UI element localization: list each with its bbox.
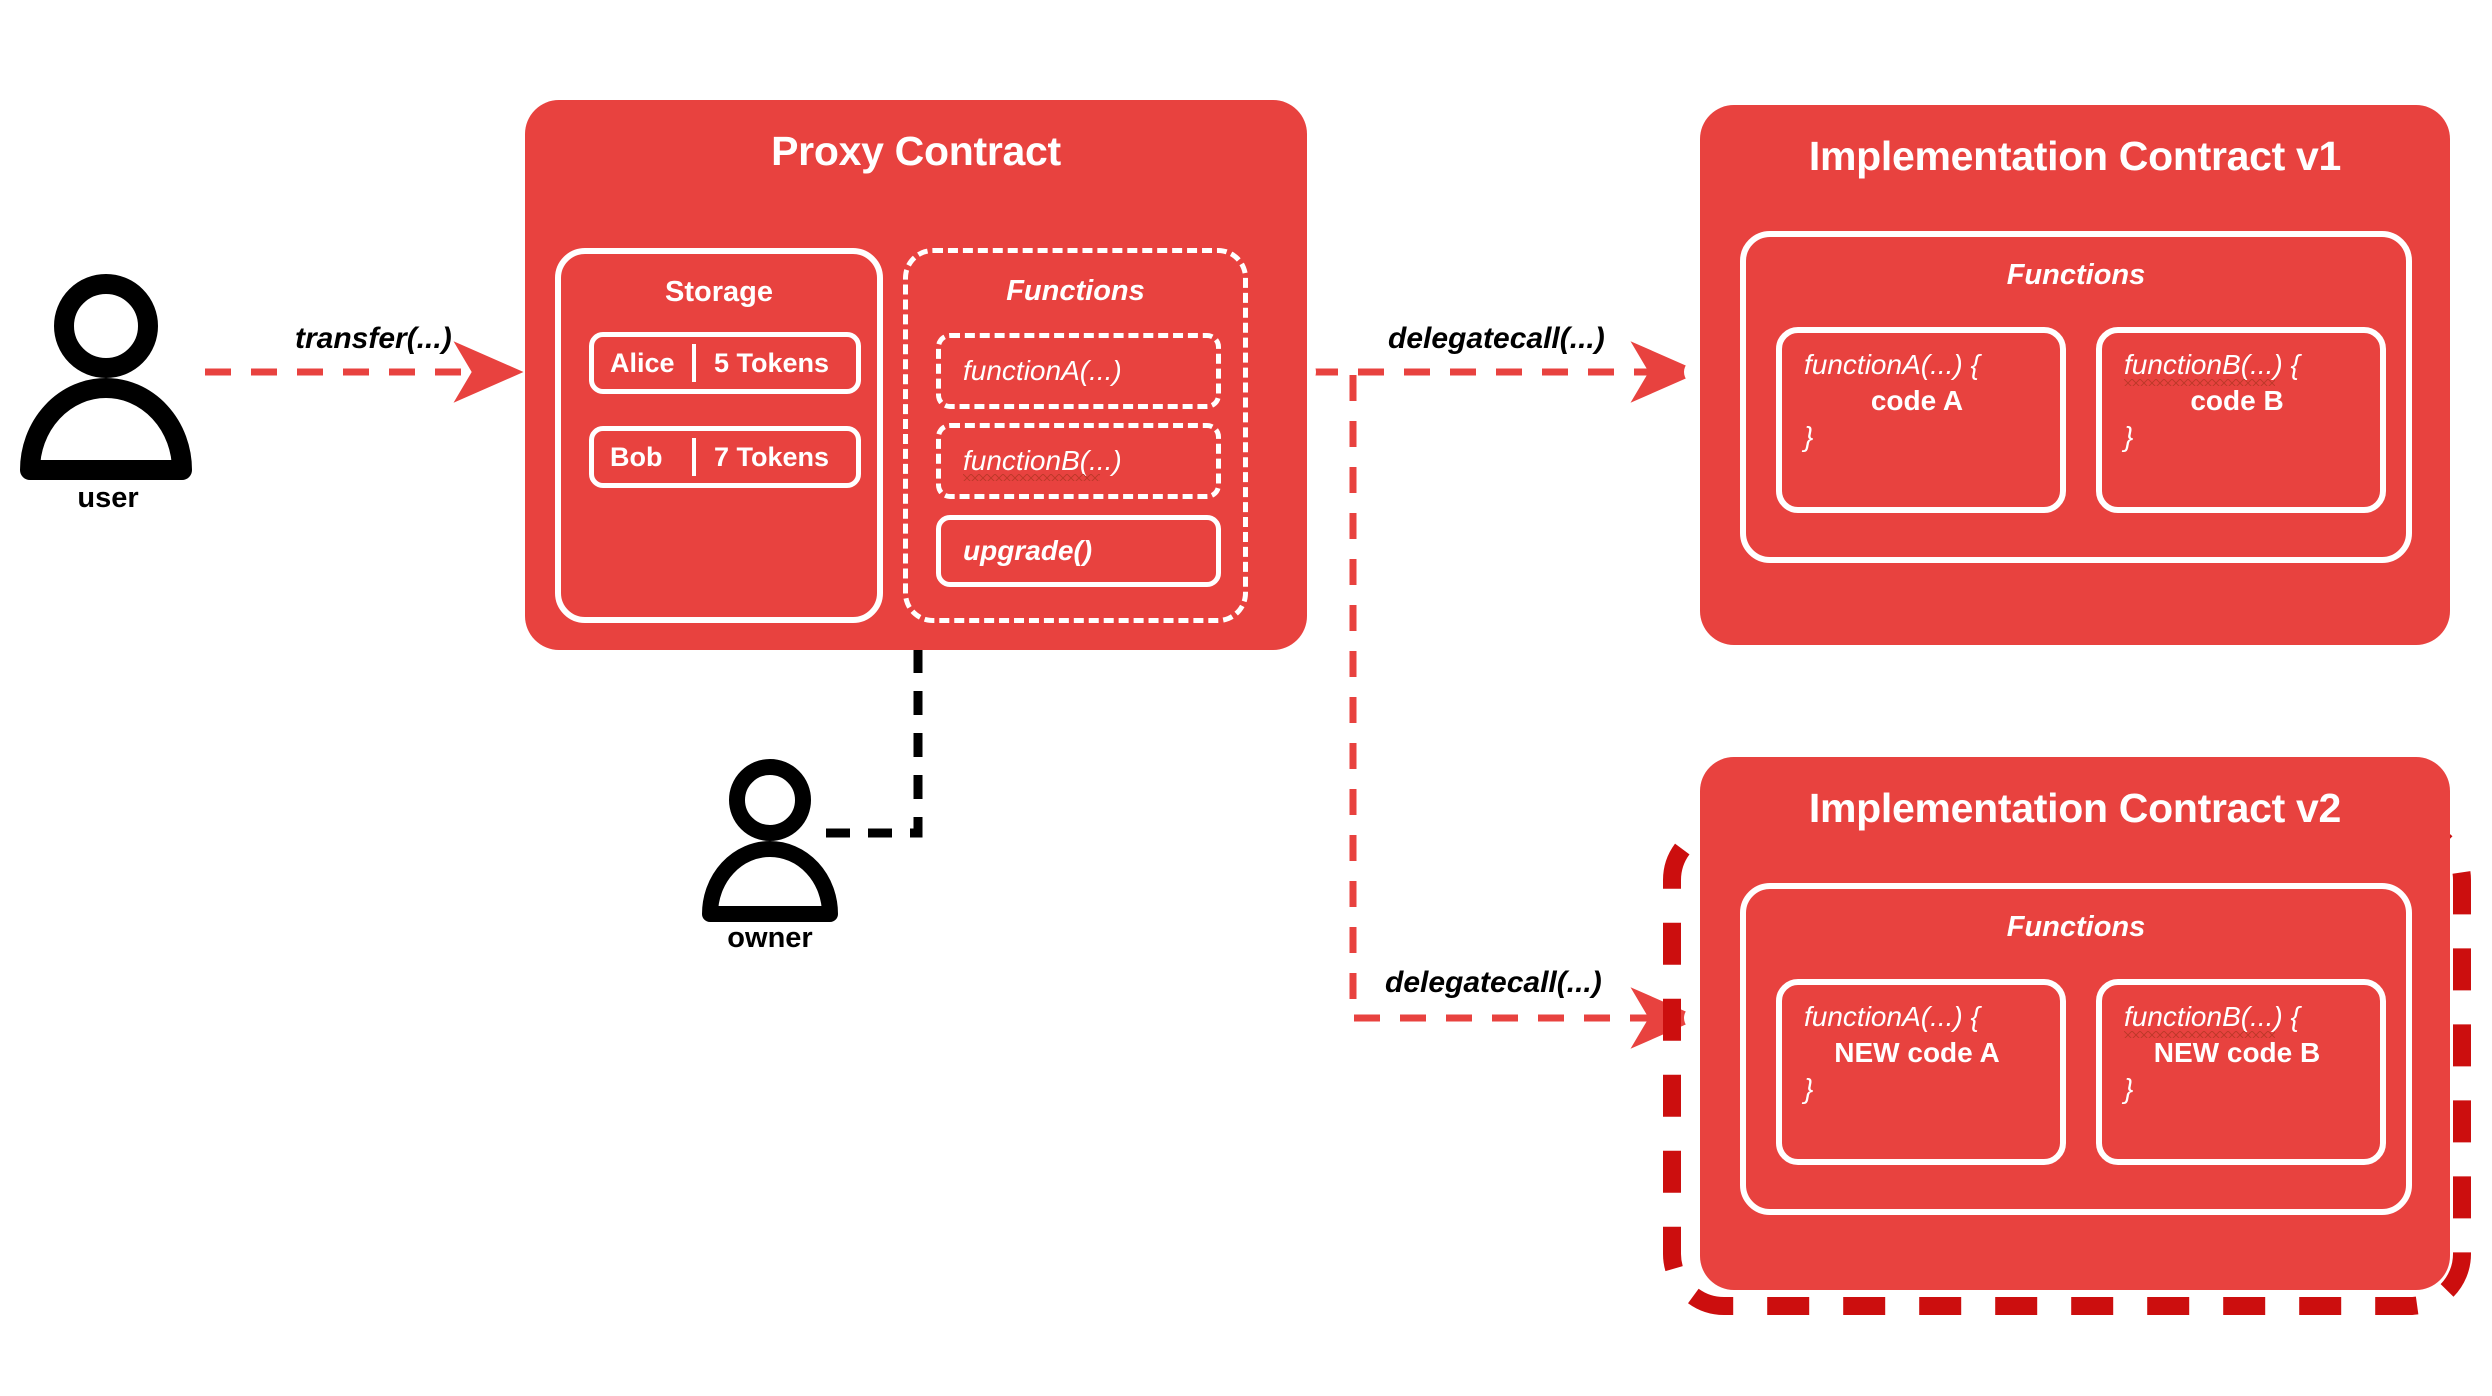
code-signature: functionA(...) { [1804,1001,1980,1032]
user-actor-label: user [77,482,139,514]
storage-row-divider [692,438,696,476]
proxy-function-upgrade-label: upgrade() [963,535,1093,566]
implementation-v2-code-block-a[interactable]: functionA(...) { NEW code A } [1776,979,2066,1165]
storage-row-value: 7 Tokens [714,441,830,472]
owner-actor: owner [700,762,840,954]
code-body: code B [2190,385,2284,416]
implementation-v2-title: Implementation Contract v2 [1808,785,2342,831]
user-actor: user [18,278,198,514]
proxy-contract-title: Proxy Contract [771,128,1061,174]
edge-label-delegatecall-v1: delegatecall(...) [1388,322,1605,355]
implementation-v1-functions-panel: Functions functionA(...) { code A } func… [1740,231,2412,563]
proxy-function-b[interactable]: functionB(...) [936,423,1221,499]
storage-row-value: 5 Tokens [714,347,830,378]
code-close-brace: } [1804,420,1814,452]
storage-row-divider [692,344,696,382]
proxy-functions-label: Functions [1006,275,1145,307]
storage-row-name: Alice [610,347,675,378]
implementation-v2-code-block-b[interactable]: functionB(...) { NEW code B } [2096,979,2386,1165]
storage-row: Alice 5 Tokens [589,332,861,394]
owner-actor-label: owner [727,922,813,954]
code-close-brace: } [2124,420,2134,452]
storage-row-name: Bob [610,441,663,472]
code-close-brace: } [1804,1072,1814,1104]
code-body: NEW code B [2153,1037,2321,1068]
edge-label-delegatecall-v2: delegatecall(...) [1385,966,1602,999]
code-body: code A [1870,385,1964,416]
proxy-function-a[interactable]: functionA(...) [936,333,1221,409]
proxy-function-upgrade[interactable]: upgrade() [936,515,1221,587]
proxy-function-a-label: functionA(...) [963,355,1122,386]
code-body: NEW code A [1834,1037,2000,1068]
storage-label: Storage [665,276,773,308]
code-close-brace: } [2124,1072,2134,1104]
edge-delegatecall-v2 [1349,375,1710,1049]
proxy-storage-panel: Storage Alice 5 Tokens Bob 7 Tokens [555,248,883,623]
implementation-v2-functions-label: Functions [2006,911,2146,943]
proxy-contract-card[interactable]: Proxy Contract Storage Alice 5 Tokens Bo… [525,100,1307,650]
edge-label-transfer: transfer(...) [295,322,452,355]
storage-row: Bob 7 Tokens [589,426,861,488]
implementation-v1-functions-label: Functions [2006,259,2146,291]
code-signature: functionB(...) { [2124,1001,2300,1038]
implementation-v1-code-block-a[interactable]: functionA(...) { code A } [1776,327,2066,513]
implementation-v1-card[interactable]: Implementation Contract v1 Functions fun… [1700,105,2450,645]
implementation-v1-code-block-b[interactable]: functionB(...) { code B } [2096,327,2386,513]
code-signature: functionA(...) { [1804,349,1980,380]
proxy-function-b-label: functionB(...) [963,445,1122,481]
implementation-v2-functions-panel: Functions functionA(...) { NEW code A } … [1740,883,2412,1215]
proxy-functions-panel: Functions functionA(...) functionB(...) … [903,248,1248,623]
implementation-v1-title: Implementation Contract v1 [1808,133,2342,179]
implementation-v2-card[interactable]: Implementation Contract v2 Functions fun… [1700,757,2450,1290]
edge-delegatecall-v1 [1290,341,1710,403]
code-signature: functionB(...) { [2124,349,2300,386]
